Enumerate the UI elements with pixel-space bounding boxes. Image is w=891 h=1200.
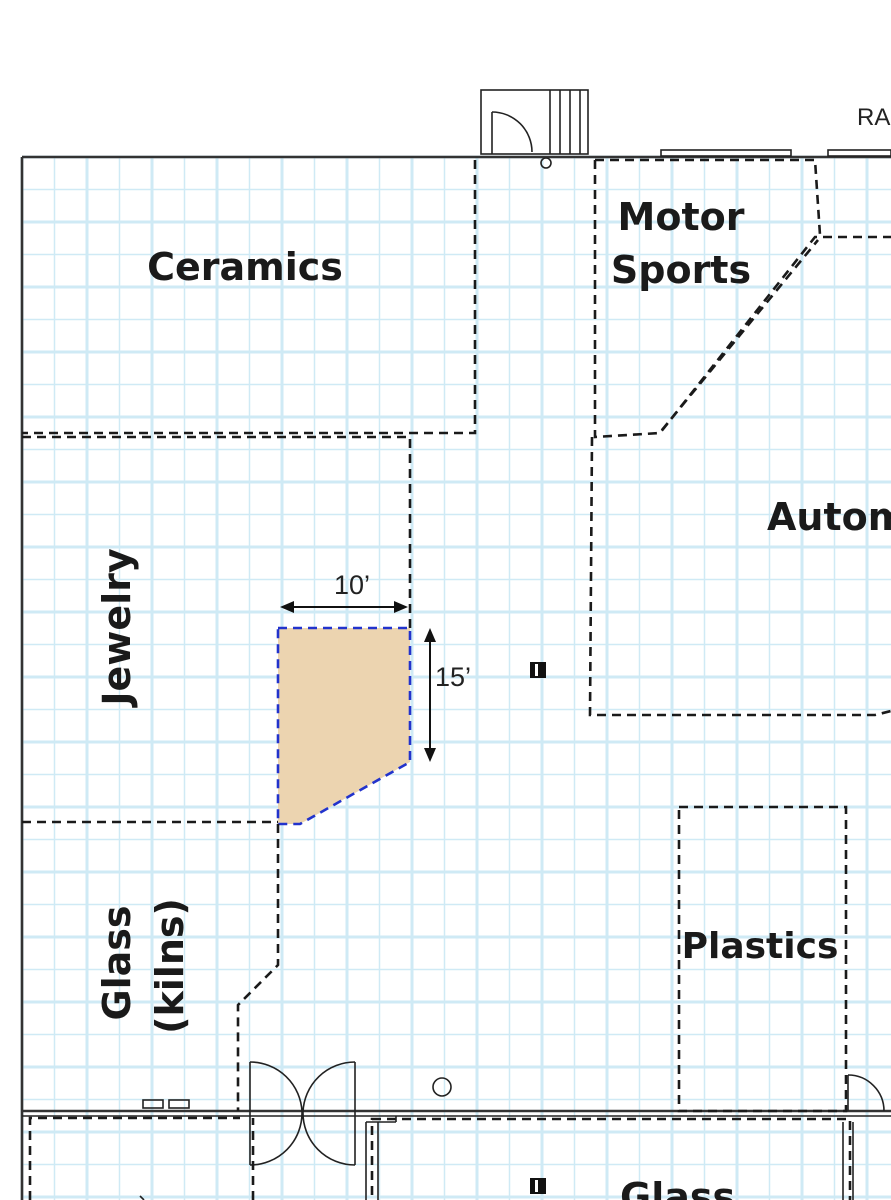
bottom-glass-label: Glass: [620, 1175, 735, 1200]
jewelry-label: Jewelry: [95, 548, 139, 709]
width-dimension: [280, 601, 408, 613]
vent-2: [168, 1099, 190, 1109]
motor-sports-zone: [593, 160, 891, 439]
width-dimension-label: 10’: [334, 570, 370, 600]
lower-left-zone: [28, 1116, 240, 1200]
glass-label-1: Glass: [95, 905, 139, 1020]
glass-kilns-zone: [236, 824, 280, 1111]
ceramics-zone: [22, 160, 477, 435]
glass-label-2: (kilns): [148, 898, 192, 1034]
motor-sports-label-1: Motor: [618, 195, 745, 239]
top-window-1: [660, 149, 792, 157]
highlighted-area: [276, 626, 412, 826]
hatched-wall-left: [365, 1116, 397, 1200]
grid: [20, 155, 891, 1200]
ceramics-label: Ceramics: [147, 245, 343, 289]
motor-sports-right: [595, 158, 822, 236]
hatched-wall-right: [842, 1122, 854, 1200]
motor-sports-diag-2: [660, 239, 820, 431]
plastics-zone: [677, 805, 848, 1113]
motor-sports-label-2: Sports: [611, 248, 751, 292]
automotive-zone: [588, 436, 891, 717]
ra-label: RA: [857, 104, 890, 131]
height-dimension-label: 15’: [435, 662, 471, 692]
right-door: [847, 1074, 885, 1112]
jewelry-zone: [22, 435, 412, 628]
vent-1: [142, 1099, 164, 1109]
double-doors: [249, 1061, 356, 1166]
automotive-label: Autom: [767, 495, 891, 539]
lower-glass-zone: [370, 1117, 852, 1200]
floor-drain: [432, 1077, 452, 1097]
lower-left-tick: [139, 1195, 145, 1200]
top-window-2: [827, 149, 891, 157]
height-dimension: [424, 628, 436, 762]
stair-entrance: [480, 89, 589, 169]
plastics-label: Plastics: [682, 926, 839, 967]
